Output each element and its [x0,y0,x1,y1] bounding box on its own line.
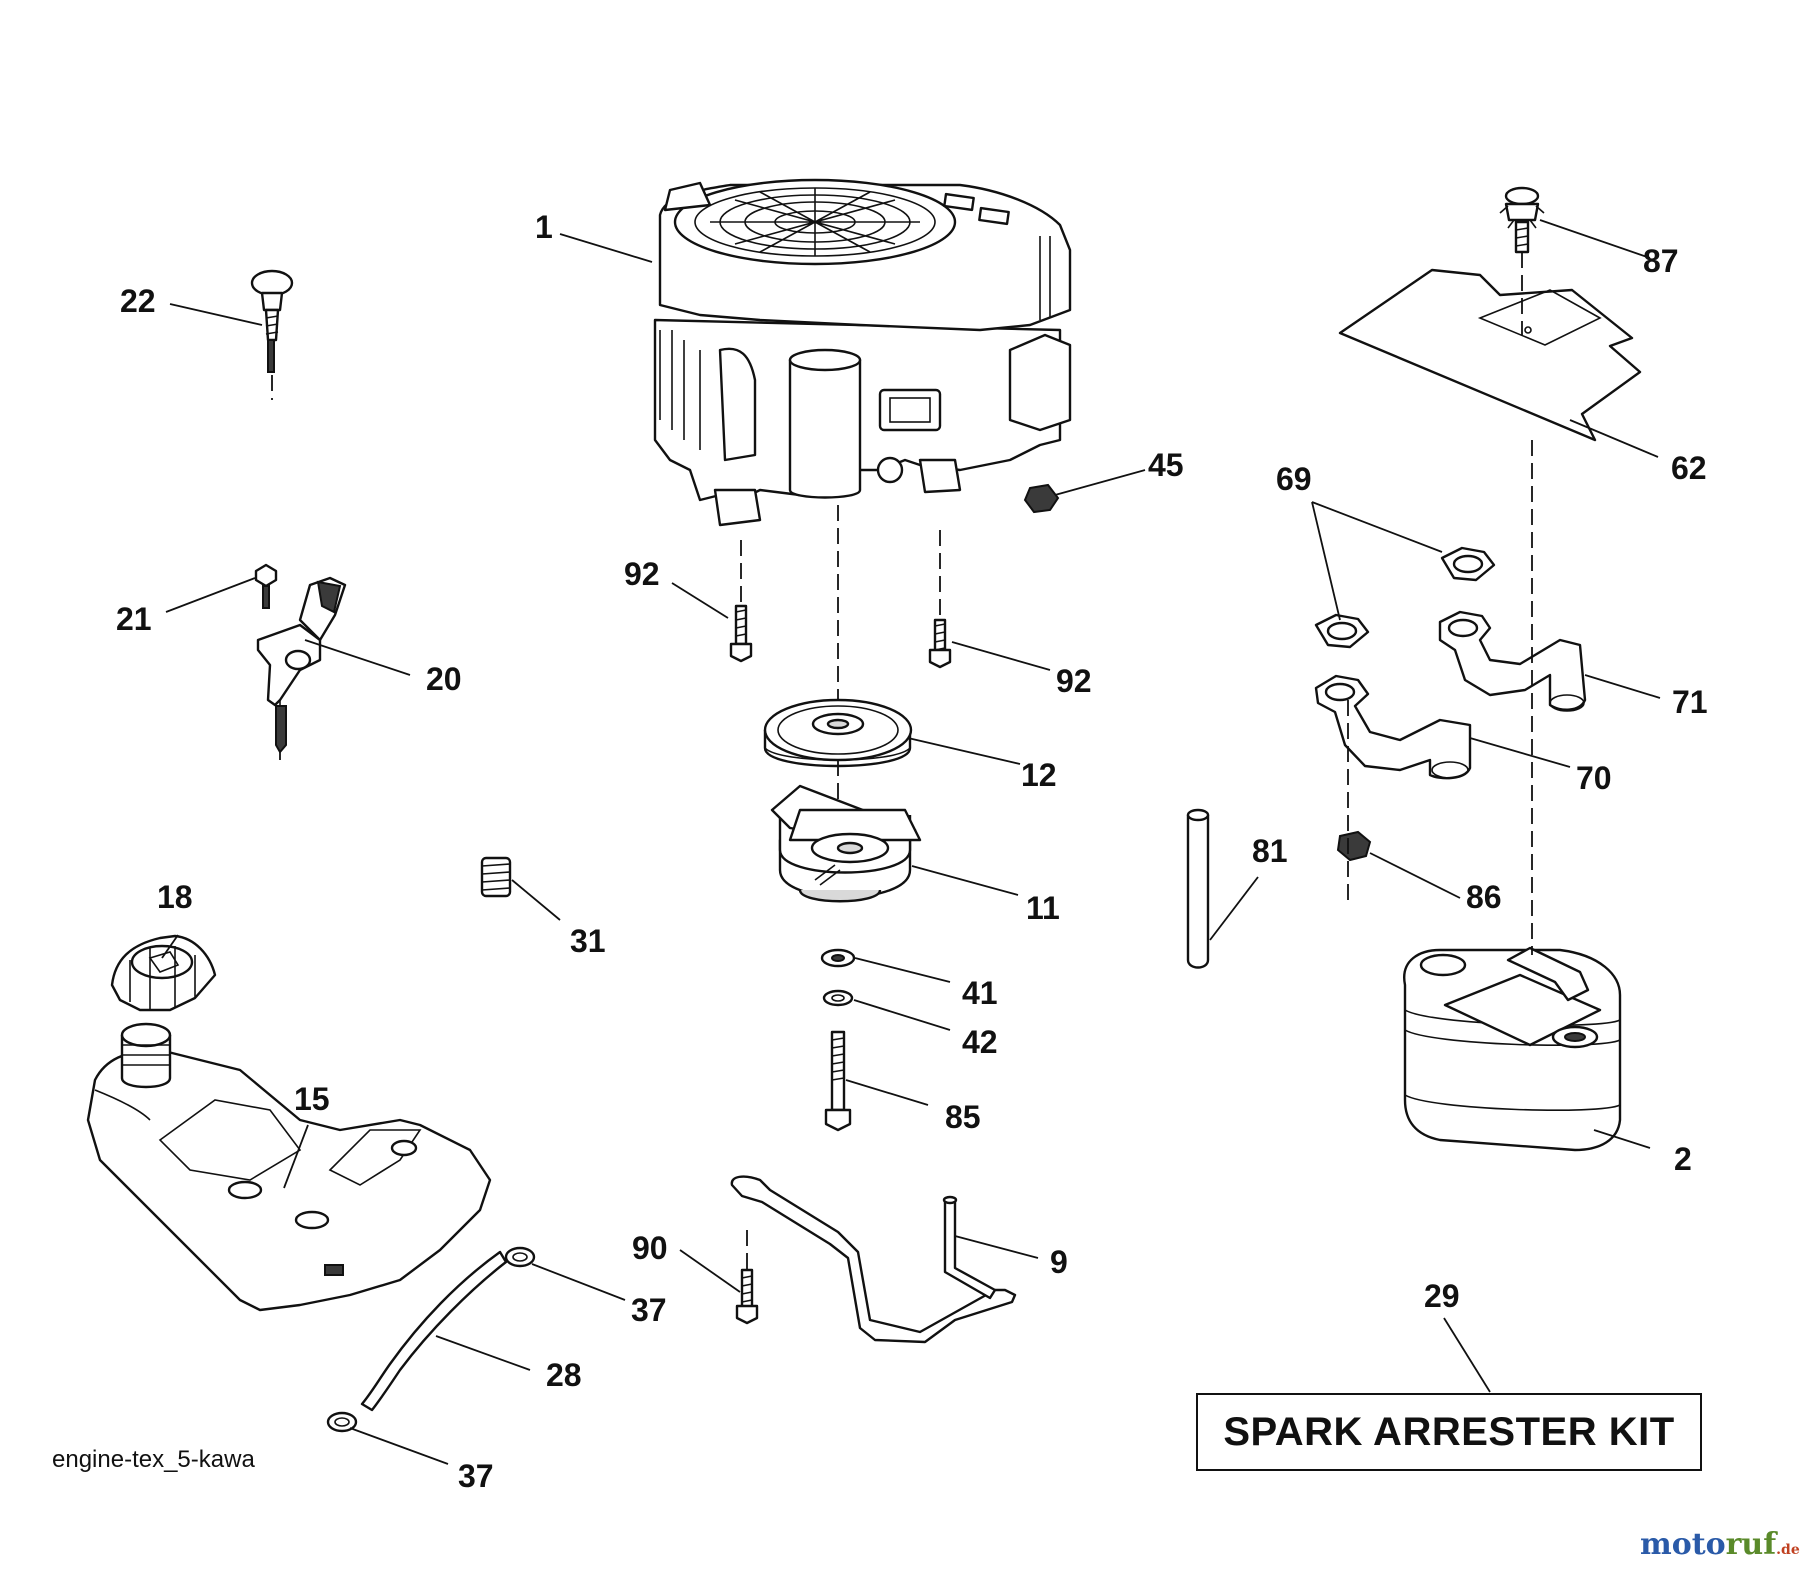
callout-28: 28 [546,1357,582,1393]
callout-90: 90 [632,1230,668,1266]
callout-2: 2 [1674,1141,1692,1177]
engine-part[interactable] [653,178,1072,527]
callout-20: 20 [426,661,462,697]
nut-86-part[interactable] [1336,830,1372,862]
heat-shield-plate-part[interactable] [1338,268,1642,442]
callout-21: 21 [116,601,152,637]
callout-29: 29 [1424,1278,1460,1314]
callout-41: 41 [962,975,998,1011]
spark-arrester-kit-label: SPARK ARRESTER KIT [1223,1409,1675,1454]
callout-31: 31 [570,923,606,959]
bolt-92-right-part[interactable] [928,618,952,669]
callout-62: 62 [1671,450,1707,486]
callout-85: 85 [945,1099,981,1135]
watermark-logo: motoruf.de [1640,1527,1800,1562]
hose-clamp-37-upper-part[interactable] [504,1246,536,1268]
callout-87: 87 [1643,243,1679,279]
throttle-control-part[interactable] [256,576,347,754]
callout-86: 86 [1466,879,1502,915]
fuel-tank-part[interactable] [86,1022,492,1312]
washer-41-part[interactable] [820,948,856,968]
clutch-part[interactable] [770,784,922,903]
callout-labels: 1 22 21 20 92 92 45 87 62 69 71 70 12 11… [116,209,1708,1494]
exhaust-pipe-70-part[interactable] [1314,674,1472,780]
spring-part[interactable] [480,856,512,898]
throttle-bolt-part[interactable] [254,563,278,609]
washer-42-part[interactable] [822,989,854,1007]
gasket-69-lower-part[interactable] [1314,613,1370,649]
callout-81: 81 [1252,833,1288,869]
heat-shield-bolt-part[interactable] [1499,186,1545,254]
callout-15: 15 [294,1081,330,1117]
bolt-85-part[interactable] [824,1030,852,1132]
callout-18: 18 [157,879,193,915]
callout-1: 1 [535,209,553,245]
callout-45: 45 [1148,447,1184,483]
fuel-cap-part[interactable] [110,934,217,1012]
watermark-suffix: .de [1776,1542,1800,1558]
callout-9: 9 [1050,1244,1068,1280]
hose-clamp-37-lower-part[interactable] [326,1411,358,1433]
exhaust-pipe-71-part[interactable] [1438,610,1587,712]
callout-71: 71 [1672,684,1708,720]
bolt-90-part[interactable] [735,1268,759,1325]
watermark-part2: ruf [1725,1527,1777,1562]
assembly-lines [271,252,1533,1270]
watermark-part1: moto [1640,1527,1726,1562]
muffler-part[interactable] [1403,946,1622,1152]
choke-knob-part[interactable] [250,269,294,373]
fuel-hose-part[interactable] [360,1250,508,1412]
callout-42: 42 [962,1024,998,1060]
callout-22: 22 [120,283,156,319]
gasket-69-upper-part[interactable] [1440,546,1496,582]
tube-81-part[interactable] [1186,808,1210,969]
diagram-id-label: engine-tex_5-kawa [52,1446,255,1473]
callout-69: 69 [1276,461,1312,497]
callout-92-left: 92 [624,556,660,592]
spark-arrester-kit-box[interactable]: SPARK ARRESTER KIT [1196,1393,1702,1471]
callout-12: 12 [1021,757,1057,793]
nut-45-part[interactable] [1023,483,1060,514]
callout-37-lower: 37 [458,1458,494,1494]
callout-70: 70 [1576,760,1612,796]
callout-92-right: 92 [1056,663,1092,699]
callout-37-upper: 37 [631,1292,667,1328]
callout-11: 11 [1026,890,1060,926]
leader-lines [161,219,1661,1465]
bolt-92-left-part[interactable] [729,604,753,663]
pulley-part[interactable] [763,698,913,768]
rod-9-part[interactable] [730,1175,1017,1344]
